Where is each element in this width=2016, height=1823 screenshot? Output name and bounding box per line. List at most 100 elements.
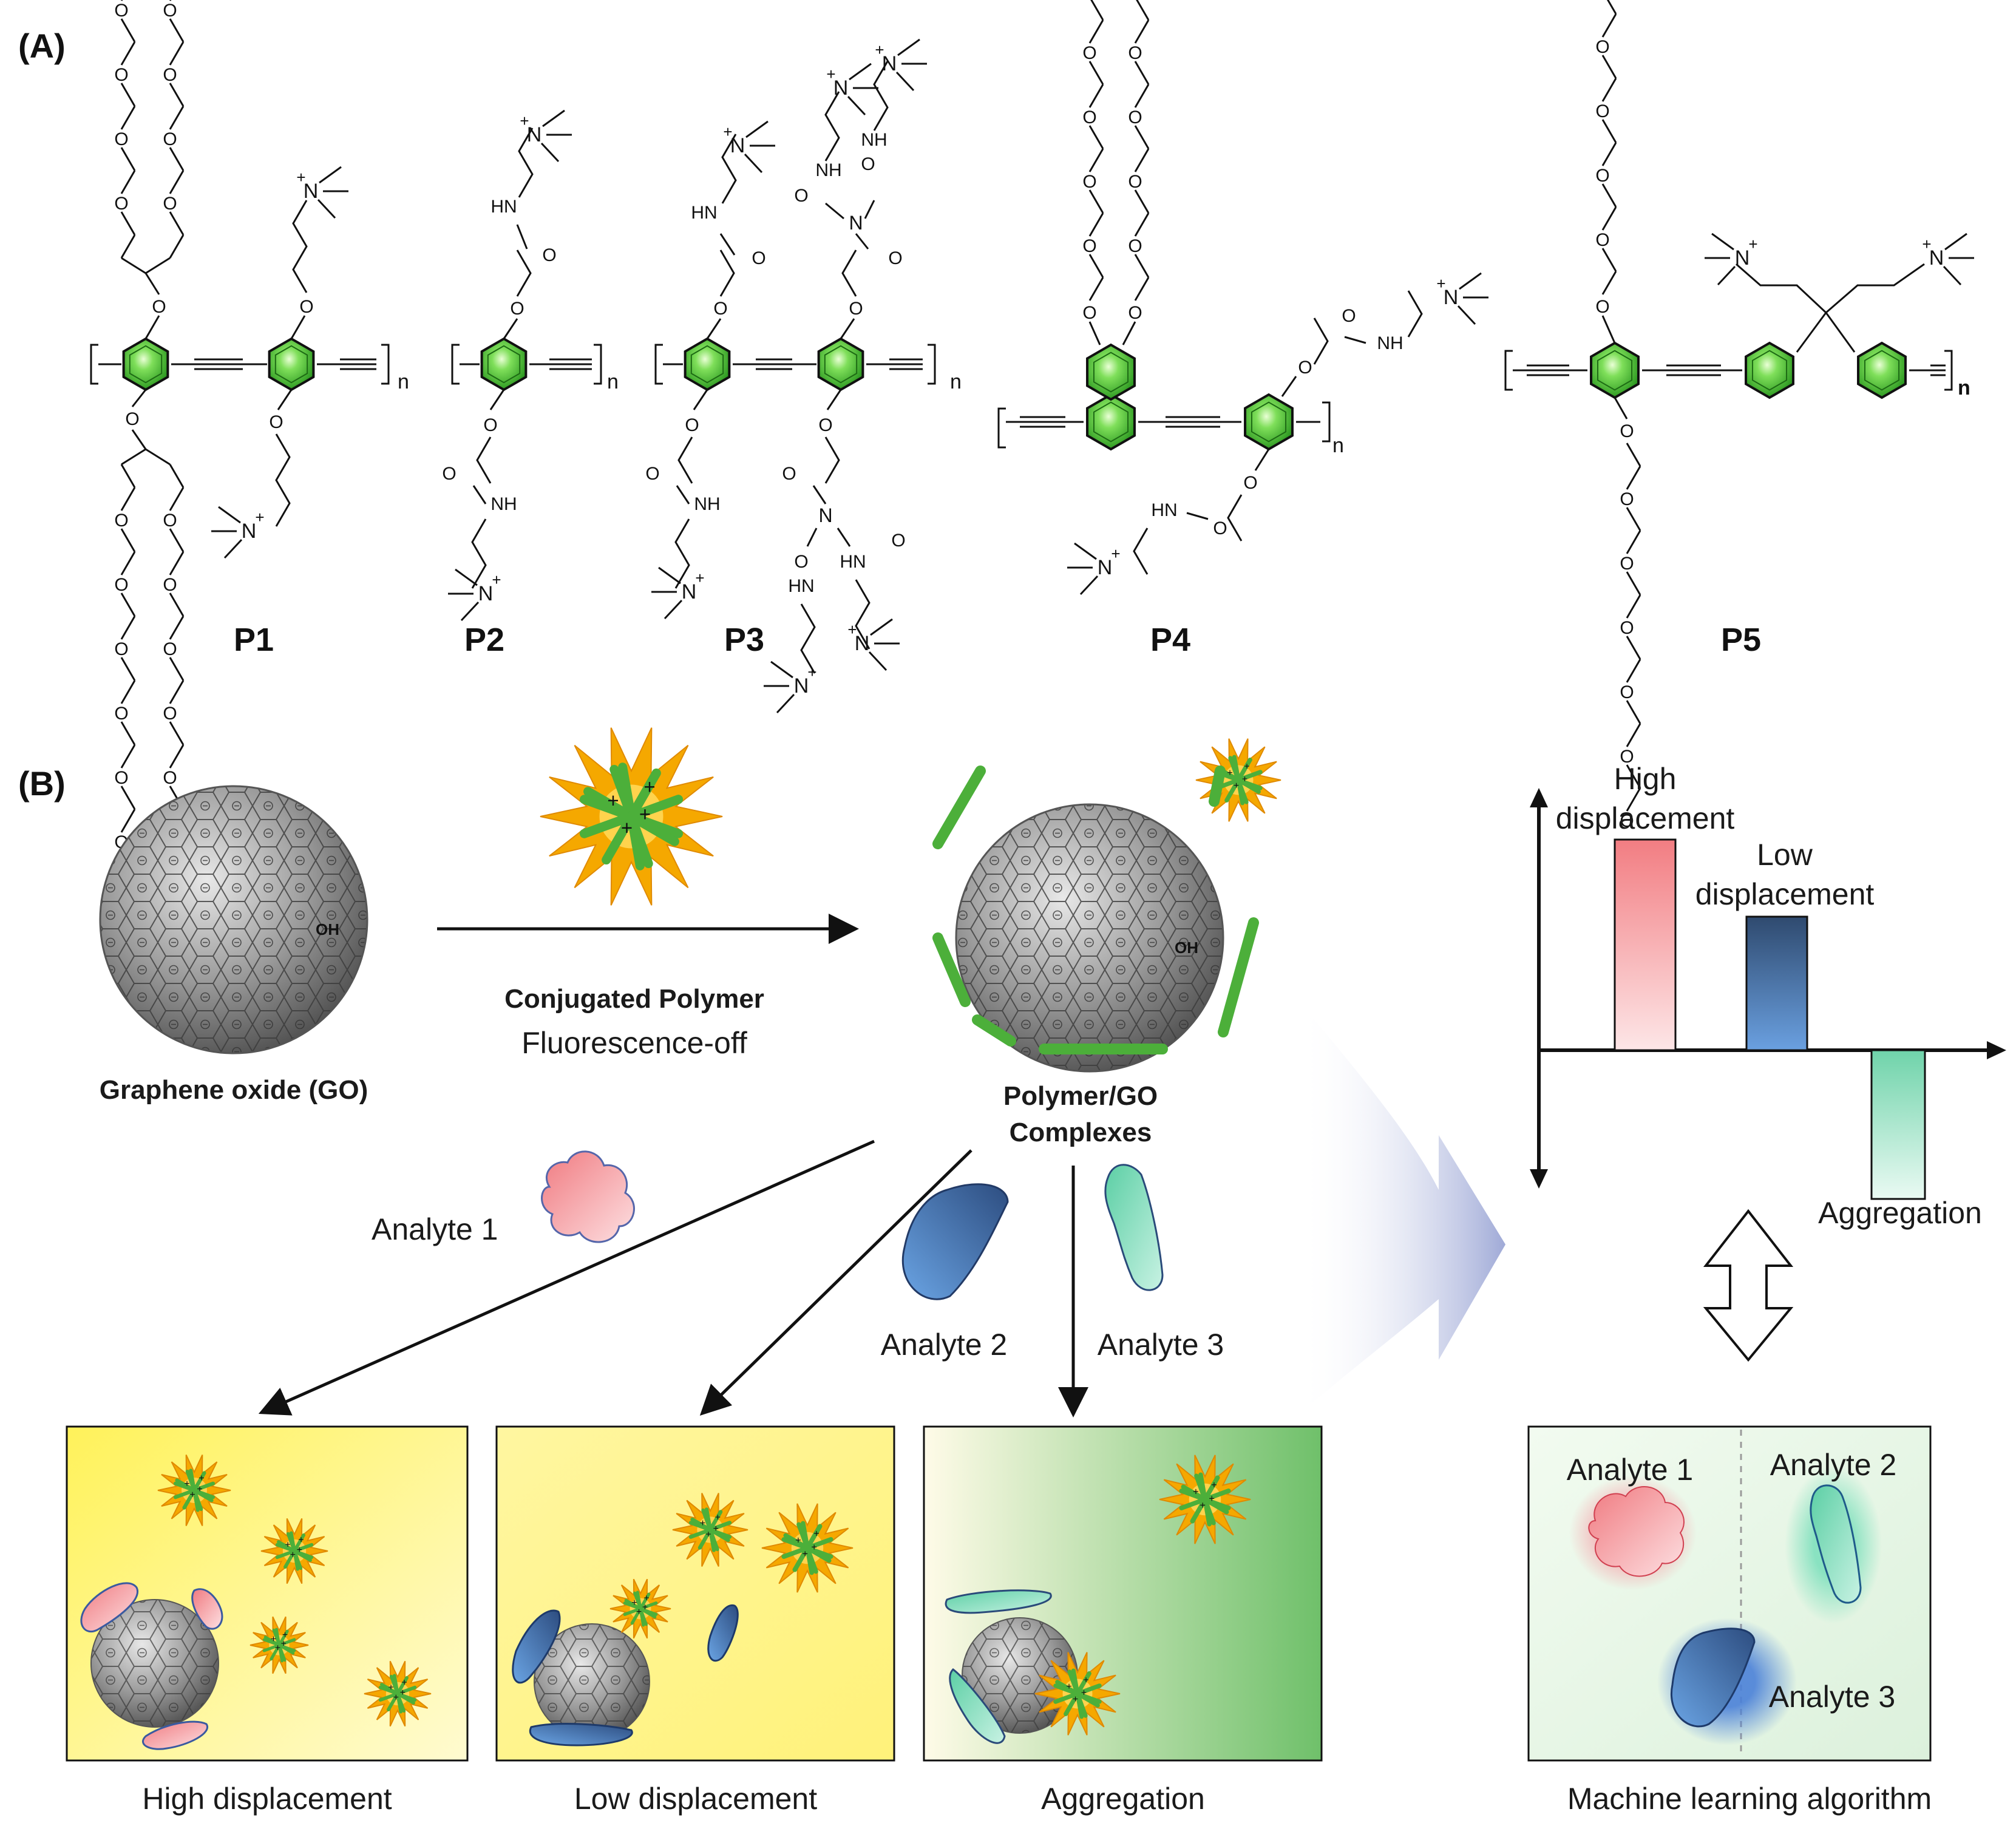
bond bbox=[120, 528, 136, 552]
blue-analyte bbox=[529, 1723, 633, 1747]
atom-label: + bbox=[807, 663, 816, 681]
bond bbox=[169, 744, 185, 769]
benzene-ring bbox=[1086, 343, 1136, 401]
bond bbox=[1626, 659, 1641, 683]
charge-plus: + bbox=[199, 1473, 204, 1484]
graphene-oxide-sheet: OH bbox=[99, 785, 368, 1054]
atom-label: HN bbox=[1151, 500, 1177, 520]
charge-plus: + bbox=[802, 1549, 808, 1560]
bond-chain bbox=[1736, 263, 1827, 314]
charge-plus: + bbox=[1083, 1675, 1088, 1686]
analyte-2-label: Analyte 2 bbox=[881, 1328, 1007, 1362]
atom-label: O bbox=[794, 552, 808, 572]
bond bbox=[169, 106, 185, 130]
atom-label: O bbox=[891, 531, 905, 551]
atom-label: HN bbox=[691, 203, 717, 223]
atom-label: + bbox=[1922, 235, 1931, 253]
bond-chain bbox=[594, 344, 602, 385]
bond bbox=[169, 41, 185, 66]
atom-label: O bbox=[114, 704, 128, 724]
bond-chain bbox=[381, 344, 390, 385]
bond bbox=[1088, 148, 1104, 172]
bond bbox=[1254, 449, 1270, 471]
bond bbox=[693, 389, 708, 410]
bond bbox=[120, 744, 136, 769]
atom-label: O bbox=[114, 65, 128, 85]
charge-plus: + bbox=[393, 1692, 399, 1703]
adsorbed-polymer-rods bbox=[932, 766, 1259, 1054]
bond bbox=[1626, 723, 1641, 747]
atom-label: HN bbox=[840, 552, 866, 572]
bond bbox=[1626, 764, 1641, 789]
atom-label: NH bbox=[861, 130, 887, 150]
atom-label: O bbox=[114, 1, 128, 21]
bond bbox=[131, 389, 147, 407]
bond-chain bbox=[275, 433, 291, 527]
bond-chain bbox=[721, 134, 737, 204]
blue-analyte bbox=[707, 1604, 739, 1662]
bond bbox=[1088, 125, 1104, 149]
bond-chain bbox=[824, 436, 840, 484]
bond bbox=[460, 601, 480, 622]
polymer-rod bbox=[262, 1638, 296, 1652]
benzene-ring-inner bbox=[1093, 351, 1129, 393]
atom-label: O bbox=[163, 768, 177, 788]
atom-label: O bbox=[1082, 43, 1096, 63]
atom-label: N bbox=[527, 123, 542, 146]
atom-label: + bbox=[875, 41, 884, 59]
adsorbed-rod bbox=[932, 766, 986, 849]
charge-plus: + bbox=[715, 1513, 721, 1523]
arrow-subtitle: Fluorescence-off bbox=[521, 1026, 747, 1060]
bond bbox=[1281, 376, 1297, 397]
bond bbox=[1134, 212, 1150, 237]
chart-label-low-1: Low bbox=[1757, 838, 1813, 872]
atom-label: N bbox=[794, 674, 809, 698]
atom-label: O bbox=[794, 186, 808, 206]
benzene-ring-inner bbox=[1093, 401, 1129, 443]
bond-chain bbox=[824, 91, 840, 161]
bond bbox=[1136, 0, 1150, 21]
polymer-rod bbox=[378, 1685, 417, 1702]
bond-chain bbox=[451, 344, 460, 385]
aggregation-box: ++++++++ bbox=[923, 1425, 1323, 1762]
charge-plus: + bbox=[281, 1638, 287, 1649]
atom-label: O bbox=[752, 248, 765, 268]
response-chart: High displacement Low displacement Aggre… bbox=[1530, 762, 2006, 1230]
charge-plus: + bbox=[813, 1528, 820, 1539]
ml-label-analyte-2: Analyte 2 bbox=[1770, 1448, 1896, 1482]
go-sheet-pattern bbox=[91, 1600, 219, 1727]
bond bbox=[223, 538, 243, 559]
bond bbox=[826, 389, 842, 410]
atom-label: + bbox=[255, 508, 264, 526]
atom-label: O bbox=[1082, 236, 1096, 256]
bond bbox=[1088, 84, 1104, 108]
go-sheet-pattern bbox=[534, 1624, 650, 1739]
charge-plus: + bbox=[1193, 1487, 1199, 1498]
bond bbox=[144, 315, 160, 339]
charge-plus: + bbox=[642, 1603, 648, 1613]
bond bbox=[120, 211, 136, 236]
atom-label: O bbox=[163, 639, 177, 659]
polymer-go-complex: OH bbox=[932, 766, 1259, 1073]
bond-chain bbox=[1227, 494, 1243, 541]
atom-label: + bbox=[826, 65, 835, 83]
bond bbox=[1626, 571, 1641, 596]
bond bbox=[169, 211, 185, 236]
benzene-ring bbox=[1857, 341, 1907, 399]
polymer-rod bbox=[579, 795, 684, 838]
atom-label: O bbox=[1298, 358, 1312, 378]
bond bbox=[1088, 212, 1104, 237]
atom-label: O bbox=[269, 412, 283, 432]
atom-label: NH bbox=[694, 494, 720, 514]
adsorbed-rod bbox=[932, 932, 971, 1007]
bond-chain bbox=[841, 250, 857, 297]
pink-analyte bbox=[142, 1720, 209, 1750]
atom-label: + bbox=[695, 569, 704, 587]
bond bbox=[847, 95, 866, 116]
atom-label: + bbox=[723, 123, 732, 141]
bond bbox=[169, 721, 185, 745]
bond bbox=[1601, 55, 1617, 79]
complex-label-line1: Polymer/GO bbox=[1003, 1081, 1158, 1111]
atom-label: O bbox=[713, 299, 727, 319]
